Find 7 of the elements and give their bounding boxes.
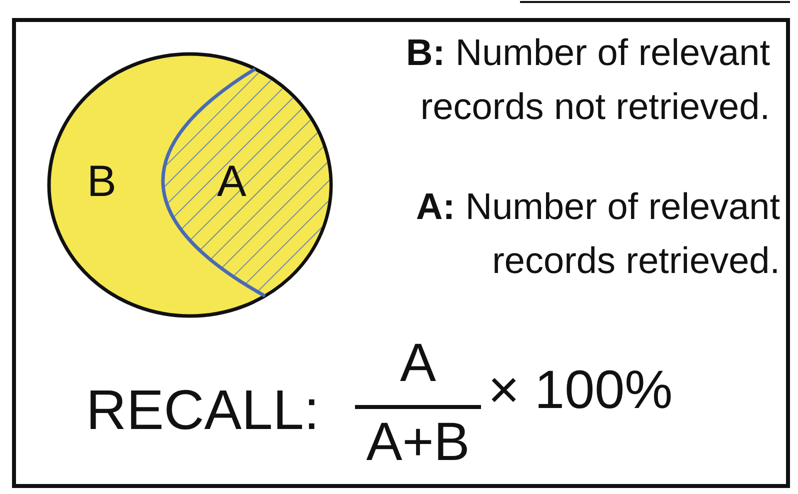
formula-label: RECALL: [86, 378, 320, 442]
numerator: A [398, 333, 438, 393]
denominator: A+B [365, 412, 471, 472]
multiplier-text: × 100% [488, 360, 674, 420]
region-label: B [87, 157, 116, 207]
definition-text: B: Number of relevant records not retrieved. [405, 31, 770, 129]
definition-text: A: Number of relevant records retrieved. [415, 185, 780, 283]
